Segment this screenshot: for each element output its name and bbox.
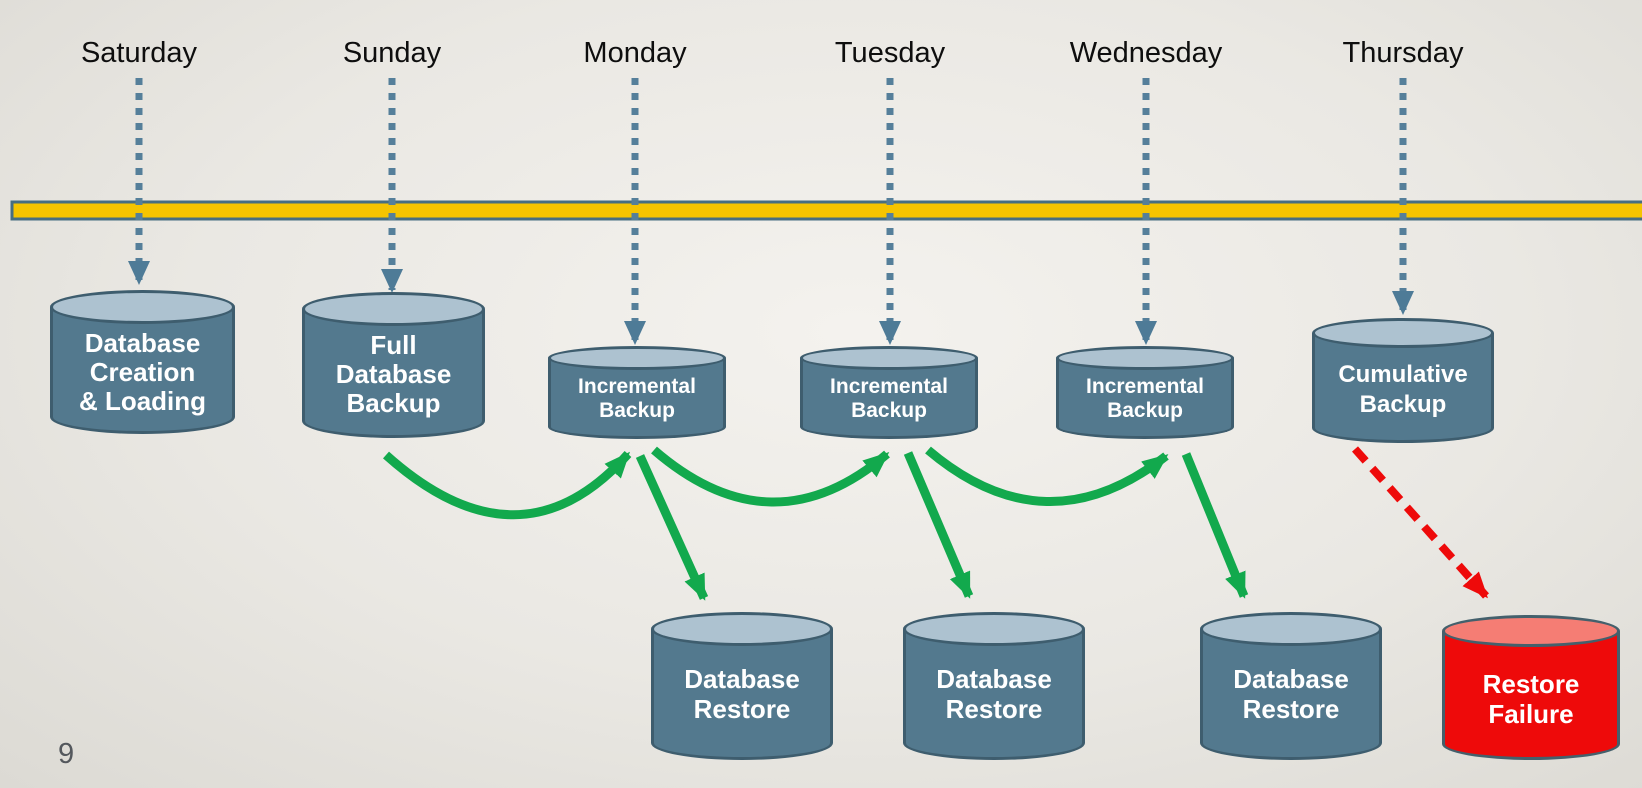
arc-incremental-mon-to-tue: [651, 446, 890, 507]
page-number: 9: [58, 738, 75, 770]
cylinder-label: Full Database Backup: [335, 330, 452, 418]
timeline-bar: [10, 200, 1642, 221]
day-label-tuesday: Tuesday: [834, 37, 946, 69]
cumulative-backup-cylinder: Cumulative Backup: [1312, 318, 1494, 443]
arc-full-to-incremental-mon: [382, 451, 632, 520]
cylinder-body: [1442, 631, 1620, 760]
cylinder-body: [1200, 629, 1382, 760]
cylinder-body: [1056, 358, 1234, 439]
cylinder-body: [800, 358, 978, 439]
cylinder-top-ellipse: [1442, 615, 1620, 647]
cylinder-top-ellipse: [548, 346, 726, 370]
cylinder-body: [548, 358, 726, 439]
cylinder-body: [651, 629, 833, 760]
day-label-saturday: Saturday: [80, 37, 198, 69]
incremental-backup-mon-cylinder: Incremental Backup: [548, 346, 726, 439]
cylinder-label: Database Restore: [684, 664, 800, 724]
cylinder-top-ellipse: [651, 612, 833, 646]
arc-incremental-tue-to-wed: [925, 446, 1169, 507]
cylinder-body: [302, 309, 485, 438]
cylinder-label: Incremental Backup: [830, 375, 948, 422]
cylinder-body: [903, 629, 1085, 760]
cylinder-top-ellipse: [1200, 612, 1382, 646]
database-restore-mon-cylinder: Database Restore: [651, 612, 833, 760]
incremental-backup-tue-cylinder: Incremental Backup: [800, 346, 978, 439]
arrow-incremental-tue-to-restore: [903, 451, 974, 599]
incremental-backup-wed-cylinder: Incremental Backup: [1056, 346, 1234, 439]
arrow-incremental-mon-to-restore: [635, 454, 709, 601]
database-restore-wed-cylinder: Database Restore: [1200, 612, 1382, 760]
database-creation-cylinder: Database Creation & Loading: [50, 290, 235, 434]
day-label-sunday: Sunday: [342, 37, 442, 69]
cylinder-label: Restore Failure: [1482, 669, 1580, 729]
cylinder-label: Cumulative Backup: [1338, 361, 1468, 418]
cylinder-top-ellipse: [1056, 346, 1234, 370]
day-label-monday: Monday: [583, 37, 687, 69]
cylinder-body: [1312, 333, 1494, 443]
database-restore-tue-cylinder: Database Restore: [903, 612, 1085, 760]
arrow-incremental-wed-to-restore: [1181, 452, 1249, 599]
cylinder-body: [50, 307, 235, 434]
cylinder-label: Incremental Backup: [1086, 375, 1204, 422]
cylinder-label: Incremental Backup: [578, 375, 696, 422]
cylinder-top-ellipse: [1312, 318, 1494, 348]
arrow-cumulative-to-failure: [1352, 446, 1489, 599]
day-label-wednesday: Wednesday: [1069, 37, 1223, 69]
day-label-thursday: Thursday: [1342, 37, 1464, 69]
full-database-backup-cylinder: Full Database Backup: [302, 292, 485, 438]
cylinder-label: Database Restore: [936, 664, 1052, 724]
cylinder-top-ellipse: [903, 612, 1085, 646]
cylinder-top-ellipse: [302, 292, 485, 326]
cylinder-top-ellipse: [800, 346, 978, 370]
cylinder-label: Database Restore: [1233, 664, 1349, 724]
cylinder-label: Database Creation & Loading: [78, 328, 207, 416]
cylinder-top-ellipse: [50, 290, 235, 324]
restore-failure-cylinder: Restore Failure: [1442, 615, 1620, 760]
